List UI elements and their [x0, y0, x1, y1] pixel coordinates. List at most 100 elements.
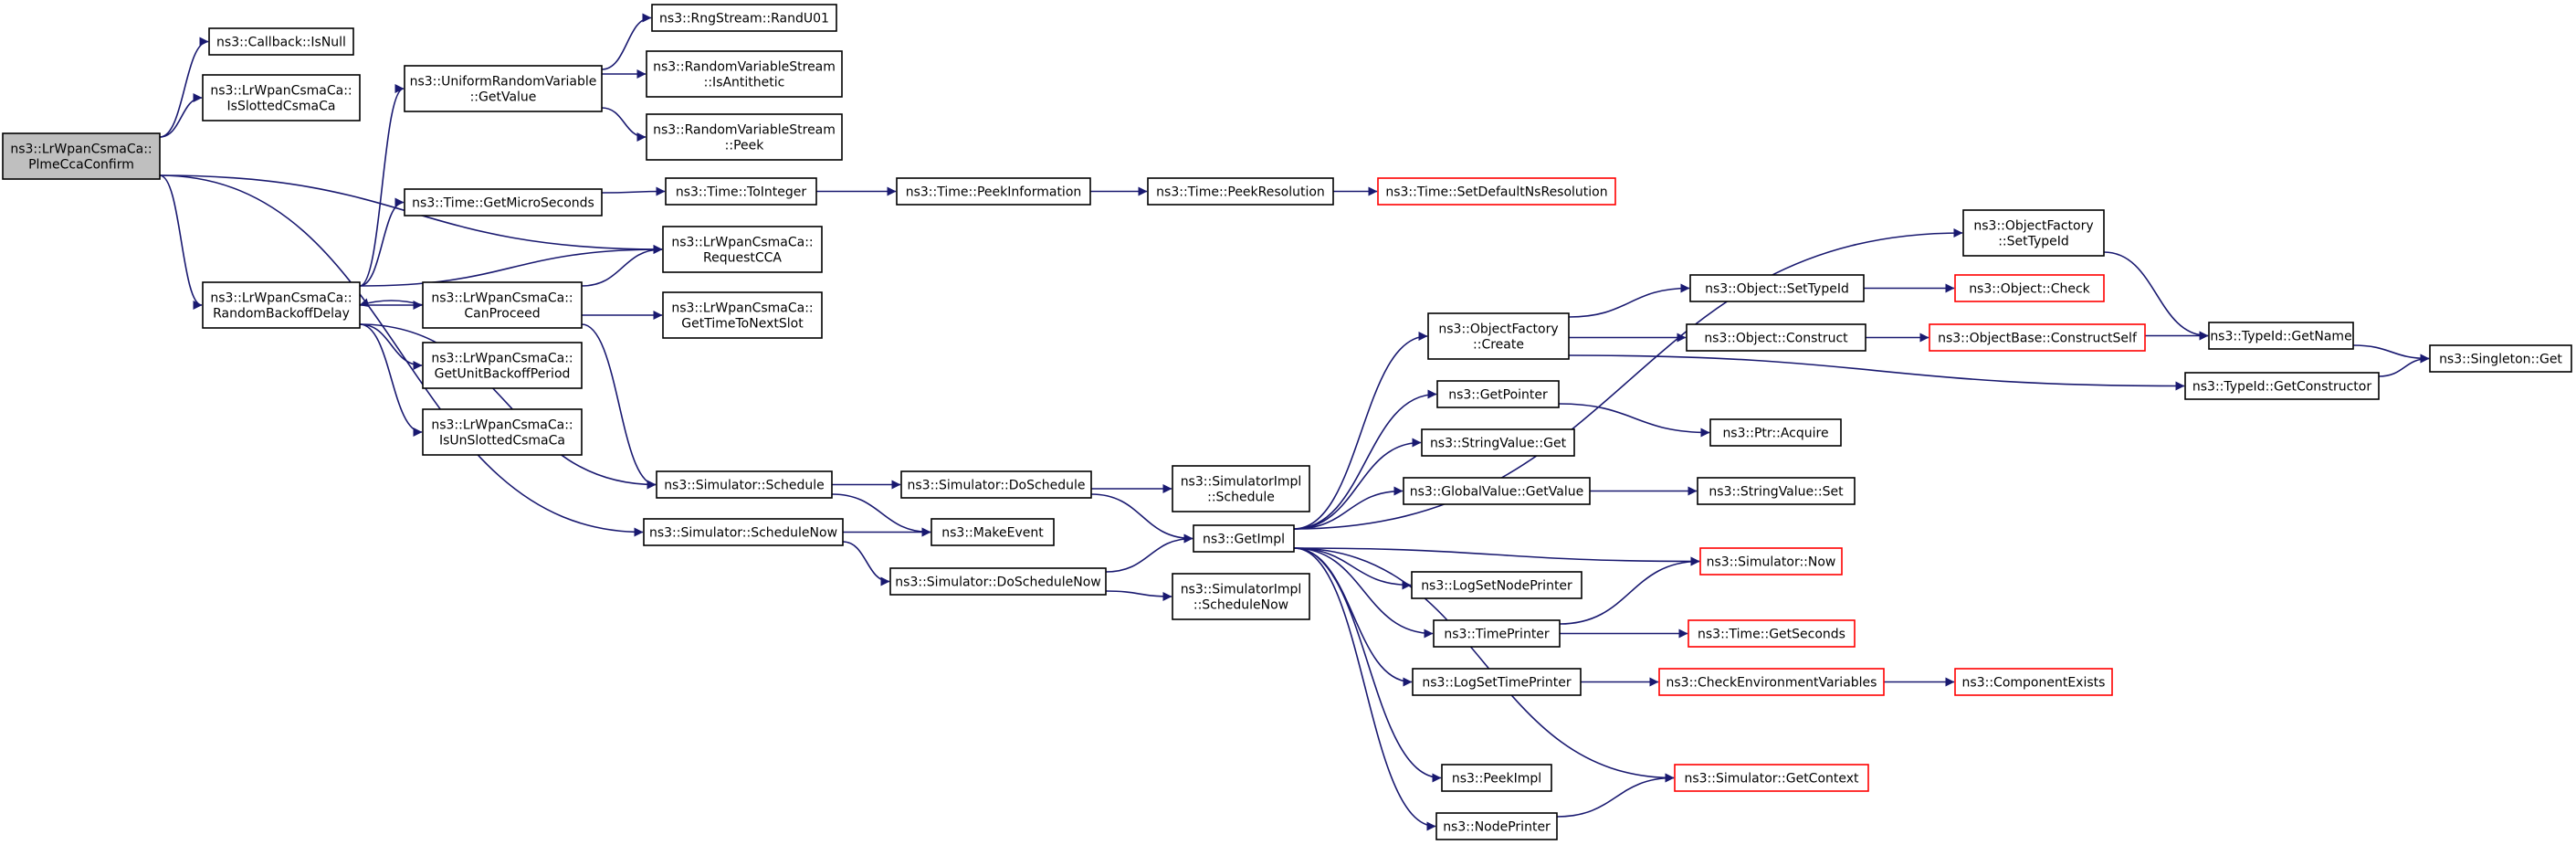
node-simulator-schedulenow[interactable]: ns3::Simulator::ScheduleNow [643, 518, 844, 546]
node-rvs-peek[interactable]: ns3::RandomVariableStream::Peek [646, 113, 843, 161]
node-label: ns3::GetImpl [1203, 533, 1285, 547]
node-time-peekinformation[interactable]: ns3::Time::PeekInformation [896, 177, 1091, 206]
node-objectfactory-settypeid[interactable]: ns3::ObjectFactory::SetTypeId [1962, 209, 2105, 257]
node-object-settypeid[interactable]: ns3::Object::SetTypeId [1689, 274, 1865, 302]
node-label: RequestCCA [703, 251, 782, 266]
node-label: ns3::Ptr::Acquire [1722, 427, 1828, 441]
node-time-printer[interactable]: ns3::TimePrinter [1433, 619, 1561, 648]
node-box [1697, 477, 1856, 505]
node-is-slotted-csmaca[interactable]: ns3::LrWpanCsmaCa::IsSlottedCsmaCa [202, 74, 361, 121]
node-box [1689, 274, 1865, 302]
edge-path [1293, 547, 1442, 783]
node-time-tointeger[interactable]: ns3::Time::ToInteger [665, 177, 817, 206]
edge-path [159, 174, 203, 310]
node-is-unslotted-csmaca[interactable]: ns3::LrWpanCsmaCa::IsUnSlottedCsmaCa [422, 408, 583, 456]
node-label: ::Schedule [1207, 491, 1275, 505]
edge-path [1090, 493, 1193, 544]
edge-path [831, 493, 931, 537]
edge-random-backoff-delay-to-simulator-schedule [359, 323, 657, 490]
node-simulator-getcontext[interactable]: ns3::Simulator::GetContext [1674, 764, 1869, 792]
node-can-proceed[interactable]: ns3::LrWpanCsmaCa::CanProceed [422, 281, 583, 329]
node-simulator-doschedule[interactable]: ns3::Simulator::DoSchedule [900, 470, 1092, 499]
node-random-backoff-delay[interactable]: ns3::LrWpanCsmaCa::RandomBackoffDelay [202, 281, 361, 329]
node-simulator-now[interactable]: ns3::Simulator::Now [1699, 547, 1843, 576]
node-box [1172, 573, 1310, 620]
edge-random-backoff-delay-to-is-unslotted-csmaca [359, 323, 423, 437]
edge-plme-cca-confirm-to-is-slotted-csmaca [159, 93, 203, 138]
node-label: ns3::TypeId::GetConstructor [2192, 380, 2371, 395]
node-typeid-getconstructor[interactable]: ns3::TypeId::GetConstructor [2184, 372, 2380, 400]
edge-path [2378, 354, 2430, 377]
node-stringvalue-get[interactable]: ns3::StringValue::Get [1421, 428, 1575, 457]
node-node-printer[interactable]: ns3::NodePrinter [1435, 812, 1558, 840]
node-time-getseconds[interactable]: ns3::Time::GetSeconds [1688, 619, 1856, 648]
node-box [1193, 524, 1295, 553]
edge-objectfactory-create-to-object-settypeid [1568, 283, 1690, 318]
node-label: ns3::GlobalValue::GetValue [1410, 485, 1583, 500]
node-label: ns3::StringValue::Get [1430, 437, 1567, 451]
node-rngstream-randu01[interactable]: ns3::RngStream::RandU01 [651, 4, 837, 32]
node-globalvalue-getvalue[interactable]: ns3::GlobalValue::GetValue [1403, 477, 1591, 505]
node-rvs-isantithetic[interactable]: ns3::RandomVariableStream::IsAntithetic [646, 50, 843, 98]
node-box [1377, 177, 1616, 206]
node-log-set-time-printer[interactable]: ns3::LogSetTimePrinter [1412, 668, 1582, 696]
node-label: ns3::Simulator::DoSchedule [908, 479, 1086, 493]
node-peek-impl[interactable]: ns3::PeekImpl [1441, 764, 1552, 792]
node-label: ::Peek [725, 139, 765, 153]
node-objectbase-constructself[interactable]: ns3::ObjectBase::ConstructSelf [1929, 323, 2146, 352]
node-box [1412, 668, 1582, 696]
edge-plme-cca-confirm-to-callback-isnull [159, 37, 209, 138]
node-box [2429, 344, 2572, 373]
edge-path [1293, 547, 1675, 783]
node-objectfactory-create[interactable]: ns3::ObjectFactory::Create [1427, 312, 1570, 360]
edge-get-impl-to-objectfactory-create [1293, 332, 1428, 530]
node-label: ns3::ObjectFactory [1973, 219, 2093, 234]
node-simulator-schedule[interactable]: ns3::Simulator::Schedule [656, 470, 833, 499]
node-singleton-get[interactable]: ns3::Singleton::Get [2429, 344, 2572, 373]
node-get-pointer[interactable]: ns3::GetPointer [1436, 380, 1560, 408]
node-object-construct[interactable]: ns3::Object::Construct [1686, 323, 1866, 352]
node-label: ns3::ComponentExists [1962, 676, 2106, 691]
edge-simulator-schedule-to-make-event [831, 493, 931, 537]
node-label: RandomBackoffDelay [213, 307, 350, 322]
node-make-event[interactable]: ns3::MakeEvent [931, 518, 1055, 546]
node-get-time-to-next-slot[interactable]: ns3::LrWpanCsmaCa::GetTimeToNextSlot [662, 291, 823, 339]
node-get-impl[interactable]: ns3::GetImpl [1193, 524, 1295, 553]
edge-objectfactory-settypeid-to-typeid-getname [2103, 251, 2209, 341]
node-label: ns3::PeekImpl [1452, 772, 1541, 787]
node-plme-cca-confirm[interactable]: ns3::LrWpanCsmaCa::PlmeCcaConfirm [2, 132, 161, 180]
node-box [1686, 323, 1866, 352]
node-simulator-doschedulenow[interactable]: ns3::Simulator::DoScheduleNow [889, 567, 1107, 596]
node-box [1433, 619, 1561, 648]
node-time-getmicroseconds[interactable]: ns3::Time::GetMicroSeconds [404, 188, 603, 217]
node-component-exists[interactable]: ns3::ComponentExists [1954, 668, 2113, 696]
node-label: ns3::LogSetTimePrinter [1422, 676, 1572, 691]
node-box [1962, 209, 2105, 257]
node-simulatorimpl-schedulenow[interactable]: ns3::SimulatorImpl::ScheduleNow [1172, 573, 1310, 620]
node-log-set-node-printer[interactable]: ns3::LogSetNodePrinter [1411, 571, 1582, 599]
node-stringvalue-set[interactable]: ns3::StringValue::Set [1697, 477, 1856, 505]
node-typeid-getname[interactable]: ns3::TypeId::GetName [2208, 322, 2354, 350]
edge-path [1293, 547, 1434, 639]
node-time-setdefaultnsresolution[interactable]: ns3::Time::SetDefaultNsResolution [1377, 177, 1616, 206]
edge-uniform-getvalue-to-rvs-peek [601, 107, 647, 142]
node-box [202, 281, 361, 329]
node-simulatorimpl-schedule[interactable]: ns3::SimulatorImpl::Schedule [1172, 465, 1310, 512]
node-label: ns3::Time::GetMicroSeconds [412, 196, 594, 211]
node-check-environment-variables[interactable]: ns3::CheckEnvironmentVariables [1658, 668, 1885, 696]
node-box [651, 4, 837, 32]
node-get-unit-backoff-period[interactable]: ns3::LrWpanCsmaCa::GetUnitBackoffPeriod [422, 342, 583, 389]
node-label: ns3::Time::ToInteger [676, 185, 807, 200]
node-uniform-getvalue[interactable]: ns3::UniformRandomVariable::GetValue [404, 65, 603, 112]
node-box [1441, 764, 1552, 792]
node-ptr-acquire[interactable]: ns3::Ptr::Acquire [1709, 418, 1842, 447]
node-object-check[interactable]: ns3::Object::Check [1954, 274, 2105, 302]
node-box [662, 226, 823, 273]
node-time-peekresolution[interactable]: ns3::Time::PeekResolution [1147, 177, 1334, 206]
node-request-cca[interactable]: ns3::LrWpanCsmaCa::RequestCCA [662, 226, 823, 273]
edge-path [1293, 332, 1428, 530]
node-label: ns3::StringValue::Set [1709, 485, 1844, 500]
node-label: ns3::LrWpanCsmaCa:: [210, 84, 352, 99]
node-callback-isnull[interactable]: ns3::Callback::IsNull [208, 27, 354, 56]
node-box [2, 132, 161, 180]
